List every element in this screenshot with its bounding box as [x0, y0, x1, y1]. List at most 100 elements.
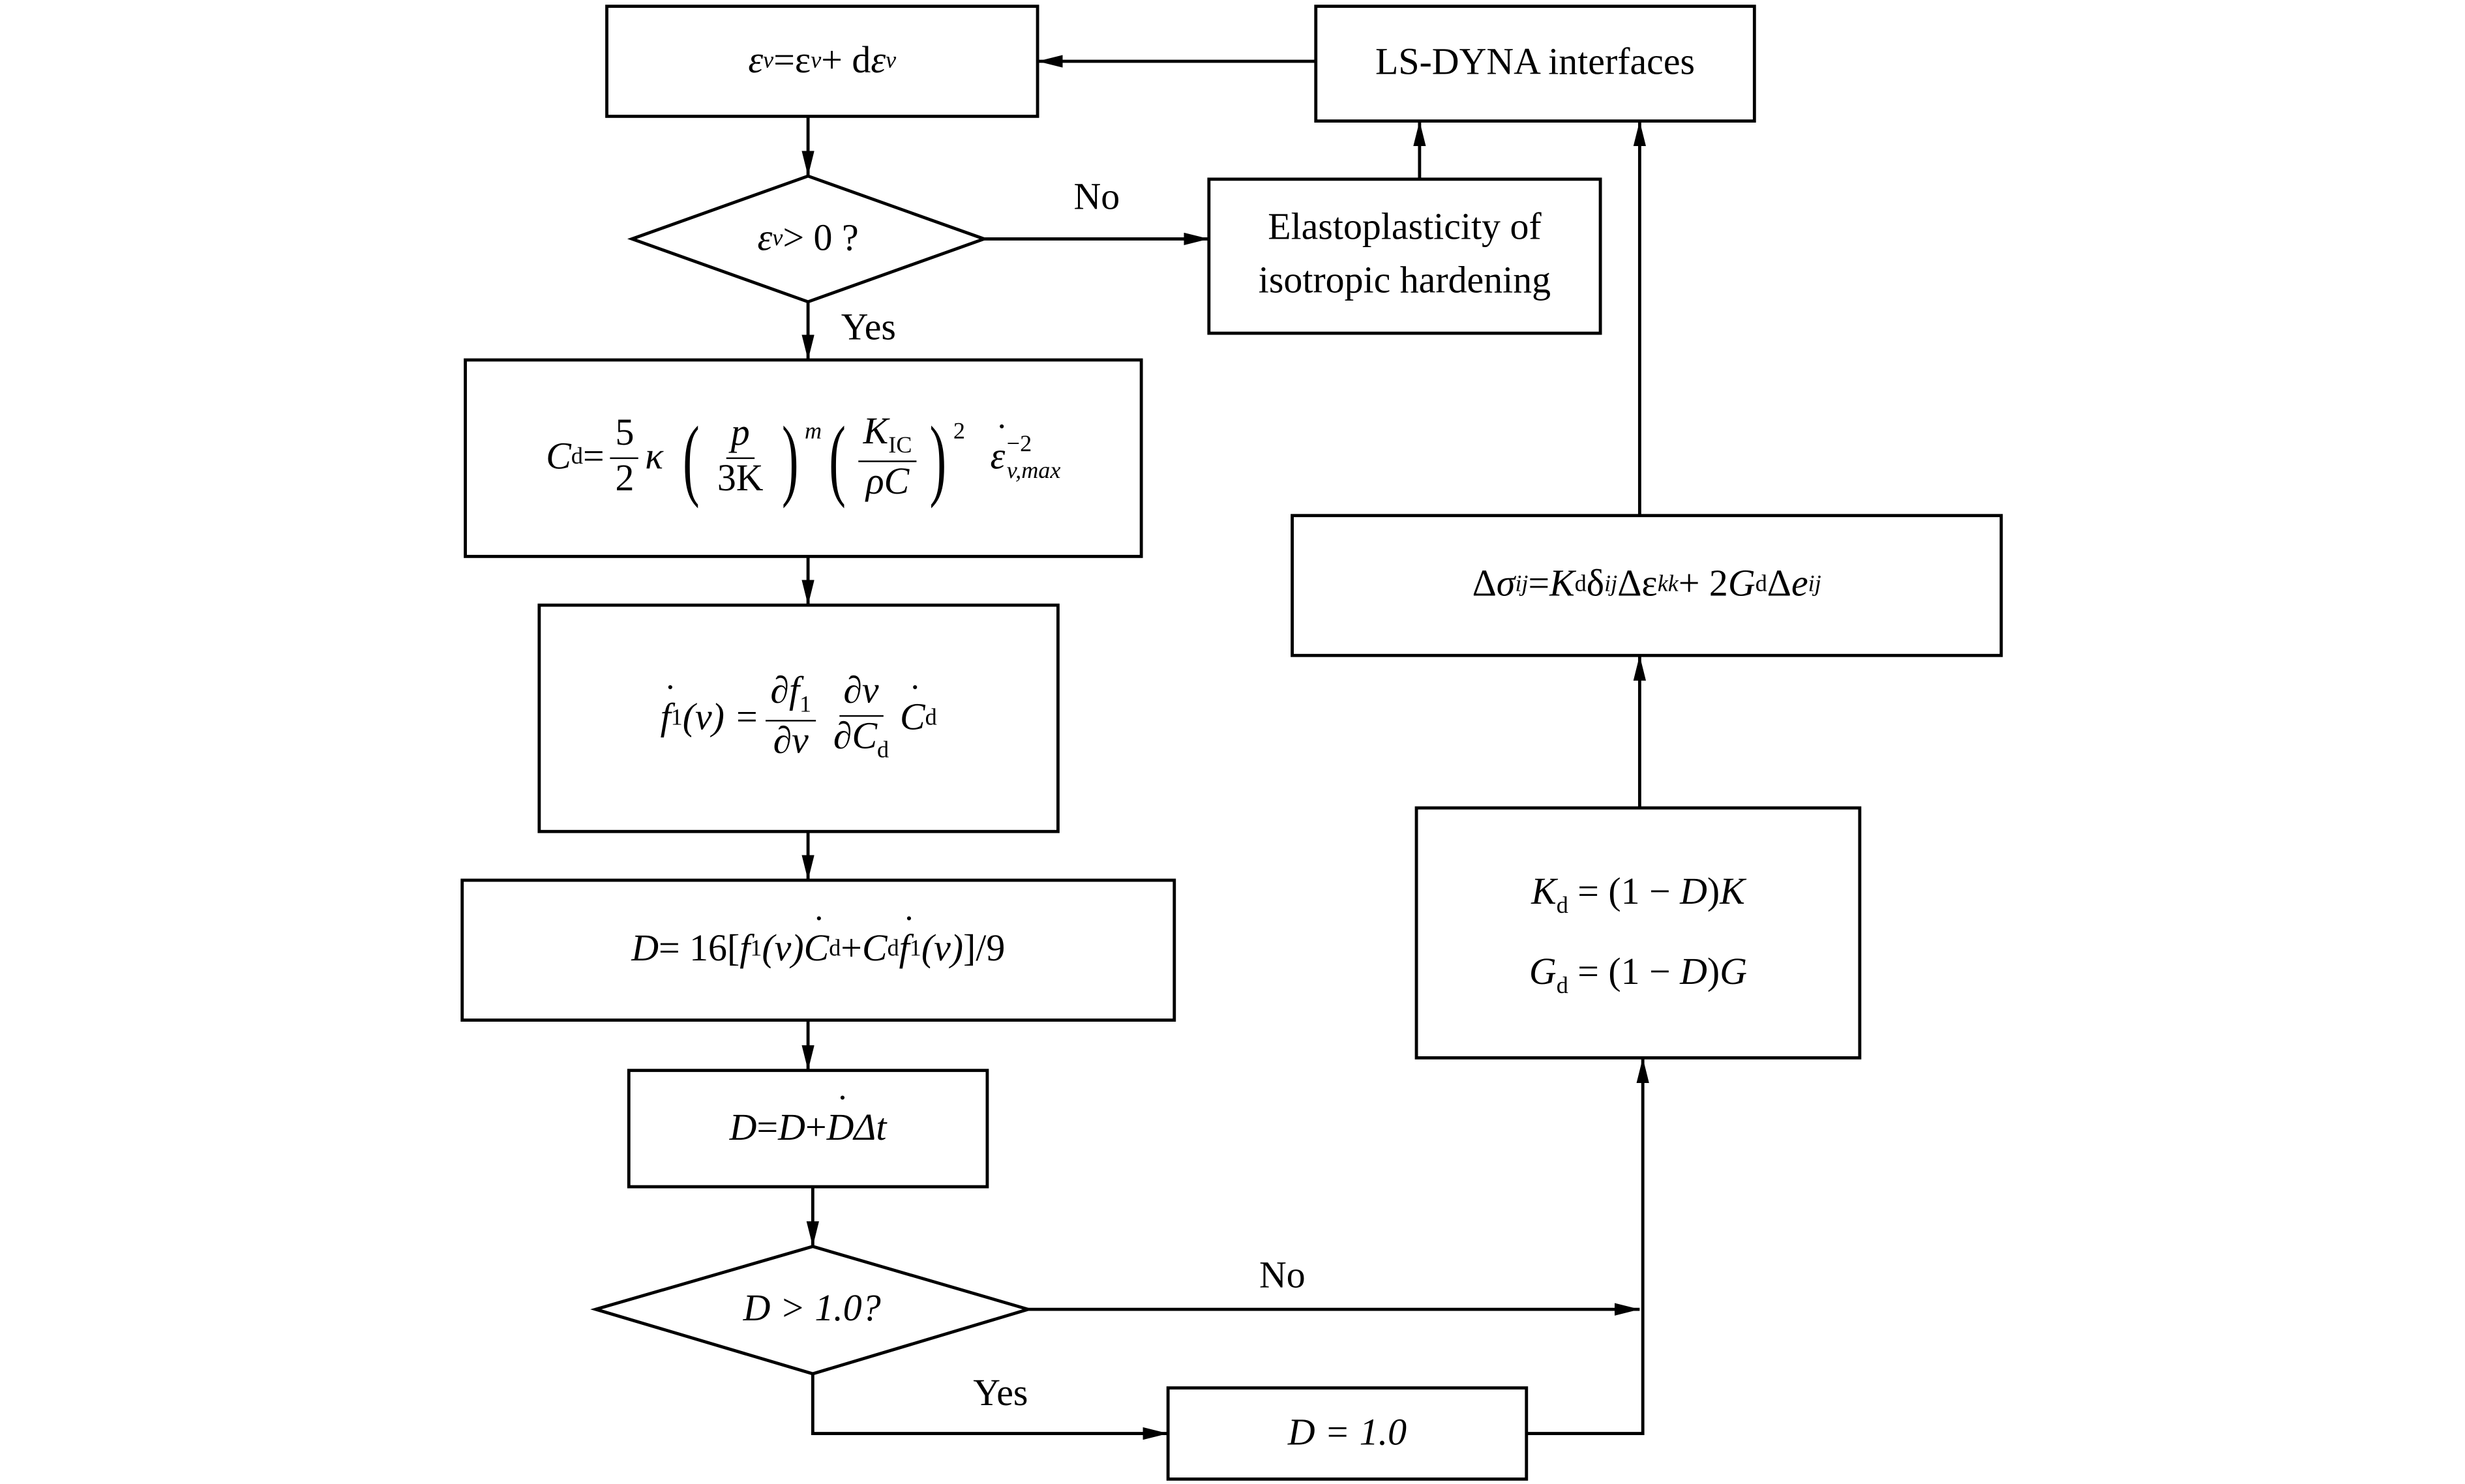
t: Δ [1767, 564, 1791, 606]
t: d [1556, 973, 1568, 999]
t: d [571, 445, 583, 470]
fraction: KIC ρC [858, 411, 917, 505]
t: ij [1604, 572, 1618, 598]
t: C [900, 678, 925, 739]
t: f [740, 928, 751, 970]
arrow [1526, 1058, 1649, 1435]
bulk-modulus-line: Kd = (1 − D)K [1531, 853, 1745, 932]
t: Elastoplasticity of [1268, 208, 1542, 249]
t: (v) [762, 928, 804, 970]
elastoplasticity-label: Elastoplasticity of isotropic hardening [1209, 179, 1600, 333]
t: + 2 [1678, 564, 1728, 606]
t: = [582, 437, 605, 478]
t: ij [1808, 572, 1821, 598]
t: D [778, 1107, 805, 1149]
t: = [773, 40, 795, 82]
t: ε [794, 40, 811, 82]
t: ε [757, 217, 773, 259]
arrow [811, 1373, 1169, 1440]
t: K [863, 411, 889, 453]
t: D [827, 1088, 854, 1150]
box-cd [464, 358, 1143, 558]
t: ∂v [773, 722, 809, 763]
t: ∂C [833, 716, 878, 758]
label-no-damage: No [1259, 1256, 1306, 1297]
t: = (1 − [1568, 872, 1681, 913]
t: + [841, 928, 862, 970]
damage-rate-formula: D = 16[ f1(v)Cd + Cdf1(v)]/9 [462, 880, 1174, 1020]
t: > 0 ? [783, 217, 859, 259]
shear-modulus-line: Gd = (1 − D)G [1529, 933, 1747, 1012]
t: isotropic hardening [1258, 261, 1551, 302]
t: D [729, 1107, 757, 1149]
t: σ [1496, 564, 1516, 606]
t: v,max [1006, 458, 1061, 484]
fraction: ∂f1 ∂v [766, 672, 816, 765]
t: e [1791, 564, 1808, 606]
label-no-strain: No [1073, 177, 1120, 219]
t: v [772, 225, 783, 251]
t: C [804, 910, 829, 972]
t: ε [871, 40, 886, 82]
f1-formula: f 1 (v) = ∂f1 ∂v ∂v∂Cd Cd [539, 605, 1058, 831]
t: ε [991, 418, 1009, 479]
t: kk [1657, 572, 1679, 598]
moduli-formula: Kd = (1 − D)K Gd = (1 − D)G [1416, 808, 1860, 1058]
t: ∂f [770, 671, 800, 713]
t: K [1720, 872, 1745, 913]
t: = [1528, 564, 1550, 606]
box-stress [1291, 514, 2003, 657]
t: d [829, 936, 841, 962]
t: Δt [854, 1107, 887, 1149]
fraction: ∂v∂Cd [829, 672, 894, 765]
t: (v) = [682, 697, 760, 738]
t: 3K [717, 458, 764, 500]
t: −2 [1006, 432, 1032, 458]
t: f [661, 678, 676, 739]
t: ∂v [839, 672, 884, 717]
t: G [1529, 951, 1557, 993]
t: 5 [610, 414, 639, 459]
t: = [756, 1107, 779, 1149]
box-damage-rate [460, 878, 1176, 1022]
t: C [546, 437, 571, 478]
check-damage-label: D > 1.0? [743, 1288, 881, 1330]
t: G [1727, 564, 1755, 606]
t: ρC [865, 462, 910, 503]
t: v [763, 48, 774, 74]
t: + d [821, 40, 871, 82]
t: ]/9 [963, 928, 1006, 970]
t: κ [645, 437, 664, 478]
t: d [1556, 894, 1568, 920]
t: G [1720, 951, 1748, 993]
t: 1 [750, 936, 762, 962]
t: p [726, 414, 754, 459]
t: D [1680, 951, 1707, 993]
damage-update-formula: D = D + DΔt [629, 1071, 987, 1187]
t: f [899, 910, 915, 972]
t: C [861, 928, 888, 970]
t: ) [1707, 951, 1720, 993]
t: Δε [1617, 564, 1658, 606]
t: d [925, 705, 937, 730]
t: v [811, 48, 822, 74]
t: = 16[ [659, 928, 740, 970]
t: 2 [953, 419, 965, 445]
t: 2 [615, 458, 635, 500]
set-damage-label: D = 1.0 [1287, 1412, 1407, 1453]
t: 1 [799, 693, 812, 719]
t: IC [888, 433, 912, 458]
t: = (1 − [1568, 951, 1681, 993]
t: ε [748, 40, 764, 82]
t: D [1680, 872, 1707, 913]
t: K [1549, 564, 1575, 606]
box-f1 [537, 603, 1060, 833]
label-yes-strain: Yes [841, 308, 896, 349]
